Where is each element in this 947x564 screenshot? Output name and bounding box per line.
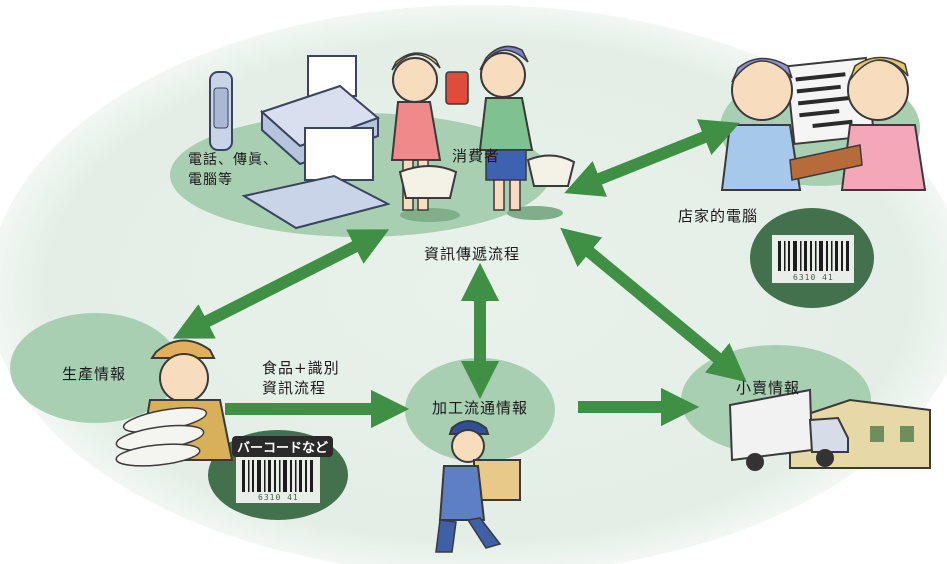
store-staff-illustration [720, 56, 927, 191]
store-pc-label: 店家的電腦 [678, 207, 759, 225]
consumers-illustration [390, 45, 576, 222]
producer-barcode-icon [236, 455, 320, 503]
food-id-label: 食品+識別 資訊流程 [262, 358, 340, 398]
farmer-illustration [115, 339, 234, 467]
food-id-label-line2: 資訊流程 [262, 379, 327, 397]
computer-icon [241, 127, 391, 230]
arrow-consumer-retail [560, 227, 747, 383]
store-barcode-icon [772, 235, 854, 283]
delivery-worker-illustration [435, 420, 521, 553]
processing-area-blob [405, 358, 555, 462]
food-id-label-line1: 食品+識別 [262, 359, 340, 377]
processing-label: 加工流通情報 [432, 399, 529, 417]
flow-arrows [172, 119, 747, 429]
devices-label: 電話、傳眞、 電腦等 [188, 150, 278, 190]
info-flow-label: 資訊傳遞流程 [424, 245, 521, 263]
store-barcode-number: 6310 41 [793, 273, 834, 282]
devices-label-line2: 電腦等 [188, 172, 233, 188]
barcode-badge: バーコードなど [232, 436, 334, 457]
production-area-blob [10, 313, 180, 423]
telephone-icon [209, 71, 233, 151]
devices-label-line1: 電話、傳眞、 [188, 152, 278, 168]
consumer-label: 消費者 [452, 147, 501, 165]
retail-label: 小賣情報 [736, 379, 801, 397]
production-label: 生產情報 [62, 365, 127, 383]
producer-barcode-number: 6310 41 [258, 493, 299, 502]
arrow-consumer-production [172, 229, 390, 339]
arrow-consumer-store [564, 119, 740, 197]
delivery-truck-icon [728, 388, 849, 471]
fax-machine-icon [260, 55, 380, 166]
